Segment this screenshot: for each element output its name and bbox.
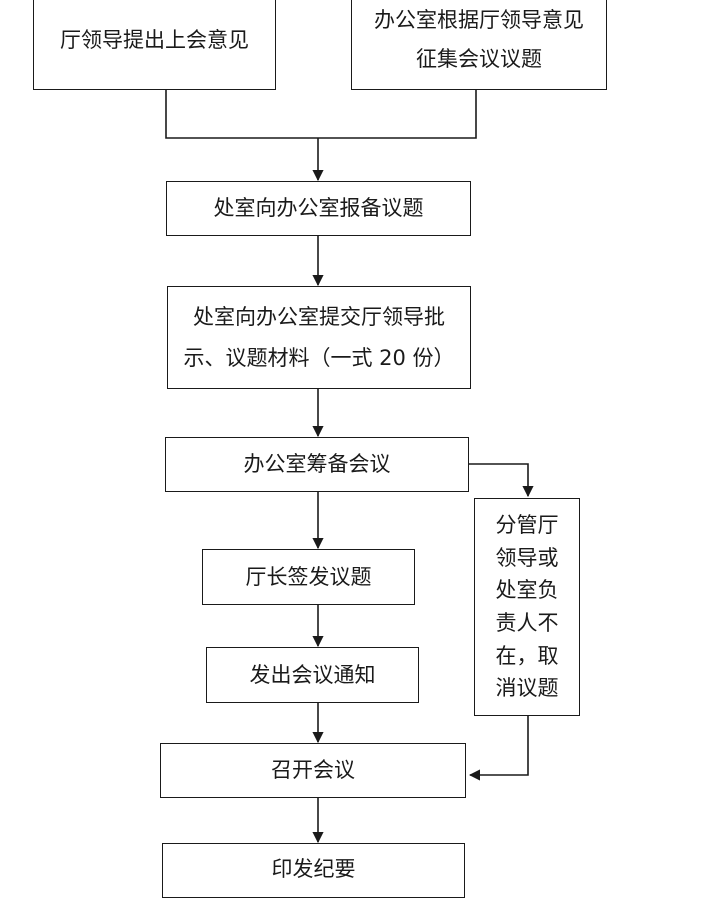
- node-label: 厅长签发议题: [245, 564, 372, 589]
- node-label: 印发纪要: [271, 857, 356, 881]
- arrow-to-cancel: [469, 463, 534, 498]
- node-print-minutes: 印发纪要: [162, 843, 465, 898]
- node-cancel-topic: 分管厅 领导或 处室负 责人不 在，取 消议题: [474, 498, 580, 716]
- node-director-sign: 厅长签发议题: [202, 549, 415, 605]
- node-leader-opinion: 厅领导提出上会意见: [33, 0, 276, 90]
- node-send-notice: 发出会议通知: [206, 647, 419, 703]
- node-report-topics: 处室向办公室报备议题: [166, 181, 471, 236]
- connector-lines: [165, 90, 534, 844]
- flowchart: 厅领导提出上会意见 办公室根据厅领导意见 征集会议议题 处室向办公室报备议题 处…: [33, 0, 607, 898]
- node-label: 办公室筹备会议: [243, 452, 391, 477]
- node-label: 发出会议通知: [249, 662, 376, 687]
- arrow-cancel-to-hold: [468, 716, 529, 781]
- node-label: 厅领导提出上会意见: [60, 27, 249, 52]
- node-label: 办公室根据厅领导意见 征集会议议题: [374, 8, 584, 71]
- node-label: 召开会议: [271, 758, 355, 783]
- node-label: 处室向办公室提交厅领导批 示、议题材料（一式 20 份）: [183, 304, 455, 370]
- node-hold-meeting: 召开会议: [160, 743, 466, 798]
- node-label: 分管厅 领导或 处室负 责人不 在，取 消议题: [495, 513, 559, 701]
- node-collect-topics: 办公室根据厅领导意见 征集会议议题: [351, 0, 607, 90]
- merge-line: [165, 90, 477, 139]
- node-prepare-meeting: 办公室筹备会议: [165, 437, 469, 492]
- node-label: 处室向办公室报备议题: [213, 196, 424, 221]
- node-submit-materials: 处室向办公室提交厅领导批 示、议题材料（一式 20 份）: [167, 286, 471, 389]
